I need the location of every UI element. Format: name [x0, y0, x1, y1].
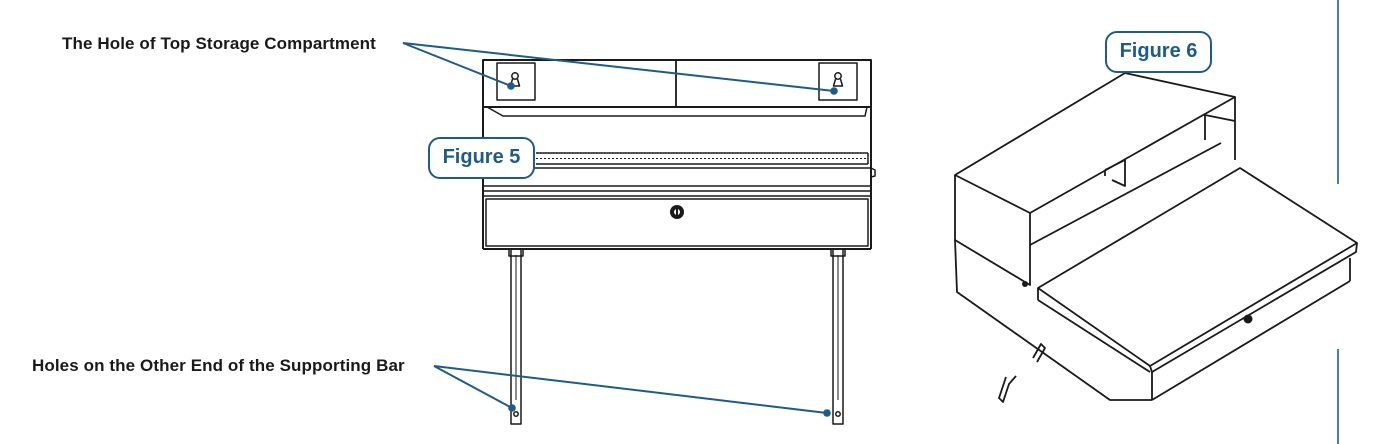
left-supporting-bar: [508, 248, 524, 425]
right-hanging-bracket: [818, 62, 858, 101]
supporting-bar-holes-label: Holes on the Other End of the Supporting…: [32, 356, 405, 375]
front-drawer: [485, 198, 869, 247]
iso-lock-icon: [1243, 314, 1253, 324]
figure-6-badge: Figure 6: [1105, 31, 1212, 73]
leader-lines: [402, 42, 835, 414]
right-supporting-bar: [830, 248, 846, 425]
page-divider-top: [1337, 0, 1339, 184]
isometric-view-desk: [954, 72, 1358, 403]
front-view-desk: [482, 59, 876, 425]
left-hanging-bracket: [496, 62, 536, 101]
top-storage-compartment: [482, 59, 872, 108]
figure-5-badge: Figure 5: [428, 137, 535, 179]
top-compartment-hole-label: The Hole of Top Storage Compartment: [62, 34, 376, 53]
page-divider-bottom: [1337, 349, 1339, 444]
leader-dots: [507, 82, 838, 417]
